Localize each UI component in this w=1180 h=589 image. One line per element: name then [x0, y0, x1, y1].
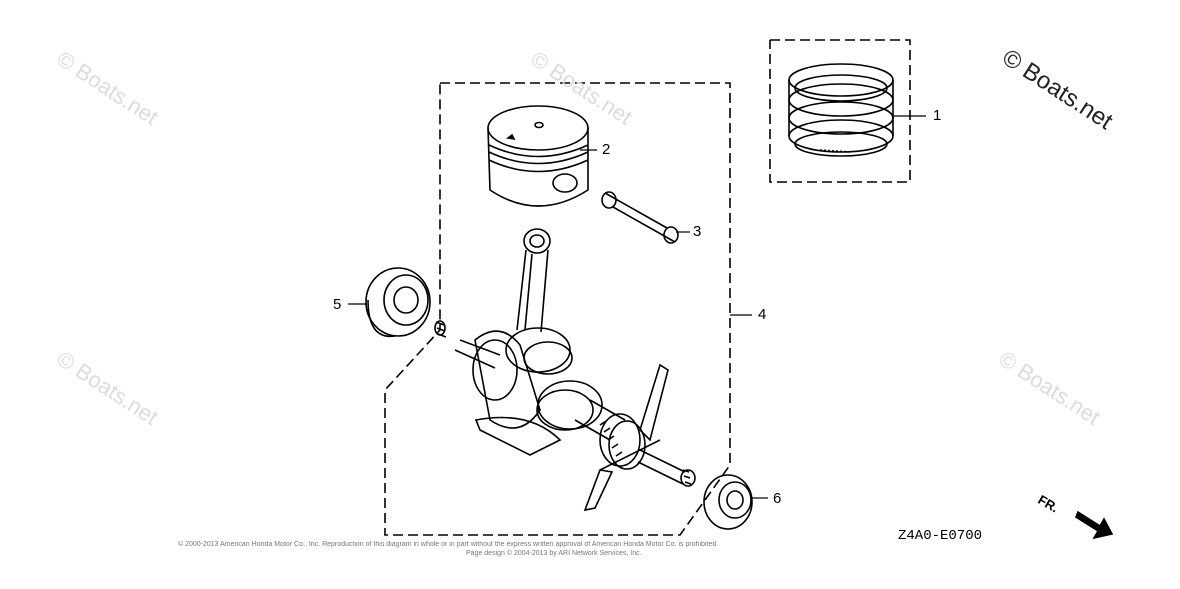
oil-seal-upper — [365, 267, 431, 338]
leader-lines — [348, 115, 926, 499]
copyright-notice: © 2000-2013 American Honda Motor Co., In… — [178, 541, 719, 548]
callout-1[interactable]: 1 — [933, 107, 942, 124]
piston-pin — [601, 191, 679, 244]
front-direction-arrow-icon — [1075, 510, 1114, 540]
callout-6[interactable]: 6 — [773, 490, 782, 507]
oil-seal-lower — [703, 474, 753, 530]
callout-3[interactable]: 3 — [693, 223, 702, 240]
piston-ring-set-box — [769, 39, 911, 183]
diagram-code: Z4A0-E0700 — [898, 528, 983, 544]
page-design-notice: Page design © 2004-2013 by ARI Network S… — [466, 550, 642, 557]
piston — [487, 105, 589, 207]
crankshaft — [434, 228, 696, 487]
crank-blade — [583, 363, 669, 512]
callout-5[interactable]: 5 — [333, 296, 342, 313]
callout-4[interactable]: 4 — [758, 306, 767, 323]
crankshaft-assembly-box — [384, 82, 731, 536]
callout-2[interactable]: 2 — [602, 141, 611, 158]
piston-ring-set — [788, 63, 894, 157]
